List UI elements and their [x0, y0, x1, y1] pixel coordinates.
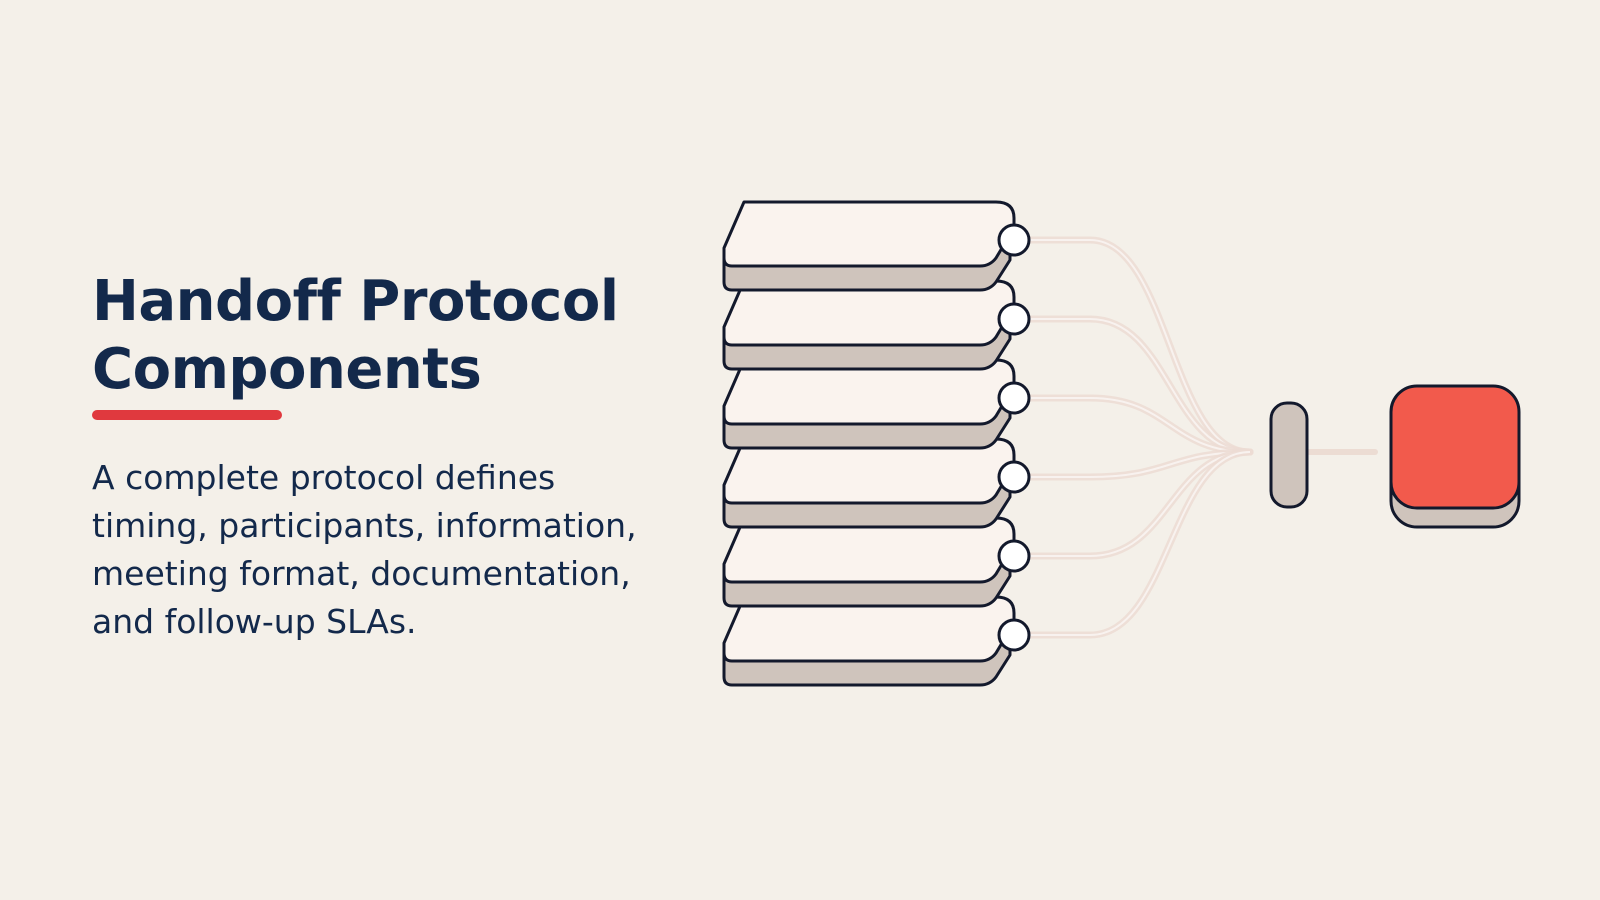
component-stack — [722, 200, 1031, 687]
connector-highlight-1 — [1020, 239, 1251, 453]
output-block-top — [1389, 384, 1521, 510]
layer-port-icon — [997, 302, 1031, 336]
stack-layer-4 — [722, 437, 1031, 529]
stack-layer-2 — [722, 279, 1031, 371]
layer-top — [722, 437, 1016, 505]
layer-top — [722, 279, 1016, 347]
layer-top — [722, 516, 1016, 584]
slide-title: Handoff Protocol Components — [92, 268, 692, 404]
connector-line-1 — [1016, 236, 1254, 456]
slide-body: A complete protocol defines timing, part… — [92, 458, 637, 641]
layer-top — [722, 358, 1016, 426]
connector-highlight-3 — [1020, 397, 1251, 453]
layer-port-icon — [997, 381, 1031, 415]
layer-port-icon — [997, 460, 1031, 494]
layer-port-icon — [997, 539, 1031, 573]
connector-highlight-6 — [1020, 451, 1251, 636]
layer-top — [722, 200, 1016, 268]
stack-layer-6 — [722, 595, 1031, 687]
layer-top — [722, 595, 1016, 663]
merger-pill — [1269, 401, 1309, 509]
stack-layer-1 — [722, 200, 1031, 292]
output-block — [1389, 384, 1521, 529]
text-block: Handoff Protocol Components A complete p… — [92, 268, 692, 646]
title-line-2: Components — [92, 337, 482, 402]
title-line-1: Handoff Protocol — [92, 269, 619, 334]
stack-layer-3 — [722, 358, 1031, 450]
connector-highlight-2 — [1020, 318, 1251, 453]
merger-node — [1269, 401, 1309, 509]
layer-port-icon — [997, 223, 1031, 257]
stack-layer-5 — [722, 516, 1031, 608]
connector-lines — [1016, 236, 1378, 639]
title-underline — [92, 410, 282, 420]
layer-port-icon — [997, 618, 1031, 652]
